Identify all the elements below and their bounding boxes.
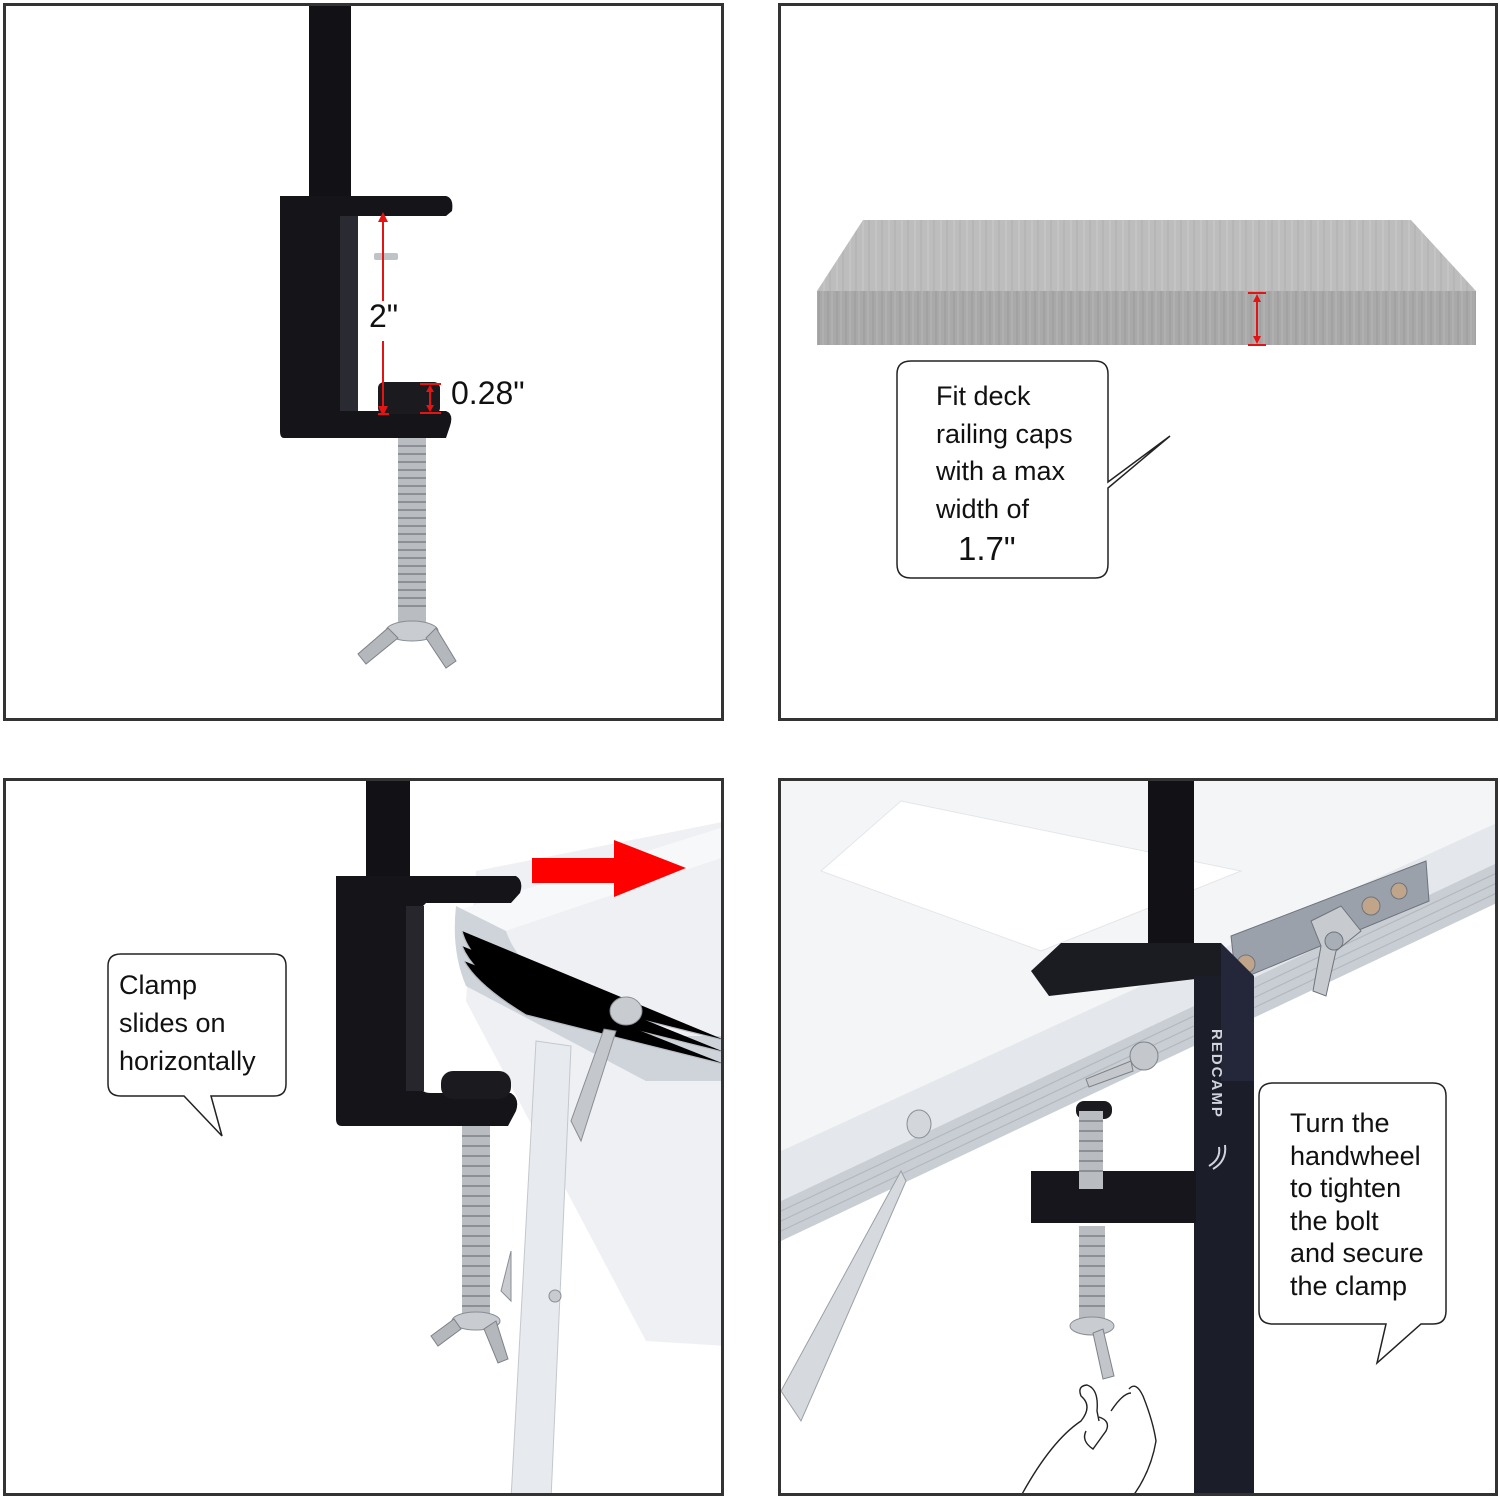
brand-logo-icon <box>1208 1144 1227 1170</box>
max-width-value: 1.7" <box>958 530 1016 567</box>
panel-railing-cap-fit: Fit deck railing caps with a max width o… <box>778 3 1498 721</box>
panel-tighten-handwheel: REDCAMP Turn the handwheel to tighten th… <box>778 778 1498 1496</box>
dimension-arrow-icon <box>1248 292 1266 346</box>
wood-board-icon <box>817 220 1476 579</box>
panel-clamp-dimensions: 2" 0.28" <box>3 3 724 721</box>
railing-fit-callout: Fit deck railing caps with a max width o… <box>936 378 1073 570</box>
c-clamp-icon <box>1031 943 1254 1493</box>
opening-height-label: 2" <box>369 298 399 334</box>
panel-horizontal-slide: Clamp slides on horizontally <box>3 778 724 1496</box>
c-clamp-icon <box>336 876 522 1364</box>
c-clamp-icon <box>280 6 457 669</box>
dimension-arrow-icon <box>378 212 441 416</box>
threaded-bolt-icon <box>398 438 426 628</box>
handwheel-callout: Turn the handwheel to tighten the bolt a… <box>1290 1108 1424 1301</box>
pad-thickness-label: 0.28" <box>451 375 525 411</box>
wing-nut-icon <box>357 620 457 669</box>
slide-callout: Clamp slides on horizontally <box>119 970 256 1076</box>
pole-icon <box>309 6 351 201</box>
hand-icon <box>1021 1384 1157 1493</box>
red-arrow-right-icon <box>532 840 686 897</box>
wing-nut-icon <box>430 1311 509 1364</box>
wing-nut-icon <box>1069 1316 1115 1380</box>
table-corner-icon <box>454 822 721 1493</box>
brand-label: REDCAMP <box>1208 1029 1225 1119</box>
